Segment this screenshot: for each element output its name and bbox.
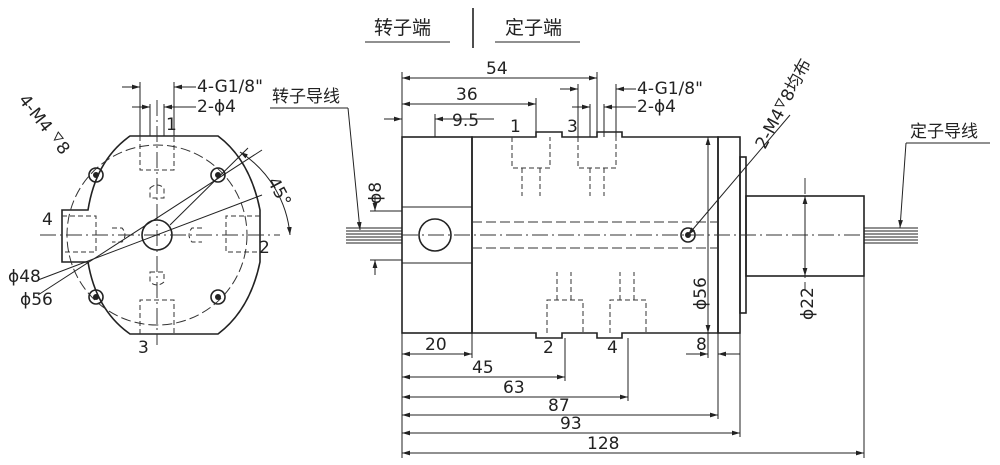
side-dia-22: ϕ22 <box>798 287 818 320</box>
side-port-label-4: 4 <box>607 338 618 358</box>
end-port-label-1: 1 <box>166 115 177 135</box>
stator-lead-wires <box>864 227 918 244</box>
rotor-lead-wires <box>346 227 402 244</box>
mount-hole <box>88 289 104 305</box>
end-port-label-2: 2 <box>259 238 270 258</box>
dim-63: 63 <box>503 378 525 398</box>
mount-hole <box>88 167 104 183</box>
end-port-label-3: 3 <box>138 338 149 358</box>
dim-54: 54 <box>486 59 508 79</box>
dim-87: 87 <box>548 396 570 416</box>
dim-9-5: 9.5 <box>452 111 479 131</box>
side-port-dia: 2-ϕ4 <box>637 97 676 117</box>
end-mount-holes: 4-M4 <box>14 91 56 137</box>
side-port-label-1: 1 <box>510 117 521 137</box>
dim-20: 20 <box>425 335 447 355</box>
rotor-end-label: 转子端 <box>374 17 431 39</box>
dim-8: 8 <box>696 335 707 355</box>
end-dia-48: ϕ48 <box>8 267 41 287</box>
dim-93: 93 <box>560 414 582 434</box>
side-view: 54 36 9.5 4-G1/8" 2-ϕ4 1 3 2 4 2-M4 8均布 … <box>270 56 990 458</box>
dim-128: 128 <box>587 434 619 454</box>
side-dia-56: ϕ56 <box>691 277 711 310</box>
side-holes-depth: 8均布 <box>777 56 816 105</box>
depth-symbol-icon <box>774 97 785 107</box>
end-mount-depth: 8 <box>51 138 73 159</box>
rotor-port-hole <box>418 218 452 252</box>
side-port-label-2: 2 <box>543 338 554 358</box>
dim-36: 36 <box>456 85 478 105</box>
header: 转子端 定子端 <box>365 8 580 48</box>
side-port-label-3: 3 <box>567 117 578 137</box>
mount-hole <box>210 289 226 305</box>
stator-end-label: 定子端 <box>505 17 562 39</box>
end-dia-56: ϕ56 <box>20 290 53 310</box>
side-holes-spec: 2-M4 <box>752 105 790 152</box>
end-port-spec: 4-G1/8" <box>197 77 263 97</box>
stator-lead-label: 定子导线 <box>910 122 978 142</box>
end-angle: 45° <box>263 174 295 210</box>
side-port-spec: 4-G1/8" <box>637 79 703 99</box>
depth-symbol-icon <box>53 131 65 141</box>
end-port-dia: 2-ϕ4 <box>197 97 236 117</box>
end-view: 4-G1/8" 2-ϕ4 4-M4 8 45° ϕ48 ϕ56 1 2 3 4 <box>8 77 295 358</box>
mount-hole <box>210 167 226 183</box>
side-dia-8: ϕ8 <box>366 182 386 204</box>
rotor-lead-label: 转子导线 <box>272 87 340 107</box>
end-port-label-4: 4 <box>42 210 53 230</box>
dim-45: 45 <box>472 358 494 378</box>
